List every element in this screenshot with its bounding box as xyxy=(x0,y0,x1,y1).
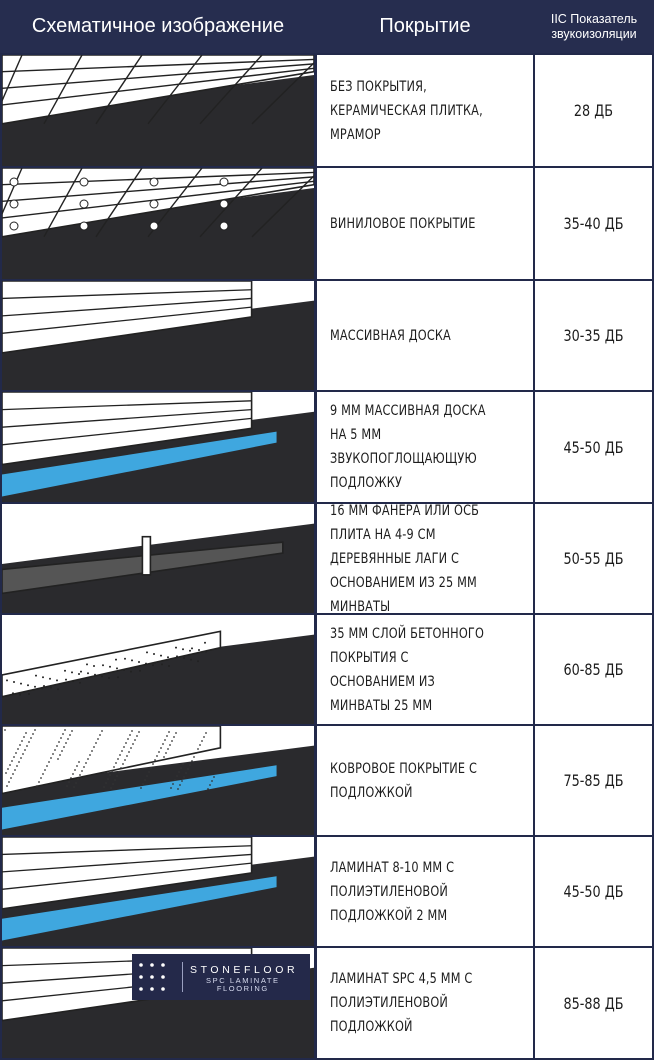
header-scheme: Схематичное изображение xyxy=(31,15,285,37)
iic-value: 60-85 ДБ xyxy=(563,660,624,679)
stonefloor-logo: STONEFLOOR SPC LAMINATE FLOORING xyxy=(132,954,310,1000)
floor-scheme xyxy=(2,168,314,279)
cover-text: Ламинат 8-10 мм с полиэтиленовой подложк… xyxy=(330,859,455,924)
concrete-screed-scheme xyxy=(2,630,314,724)
floor-scheme xyxy=(2,837,314,946)
cover-cell: Без покрытия, керамическая плитка, мрамо… xyxy=(317,55,533,166)
table-row: 16 мм фанера или ОСБ плита на 4-9 см дер… xyxy=(0,503,654,615)
board-on-underlay-scheme xyxy=(2,392,314,502)
floor-scheme xyxy=(2,392,314,502)
cover-cell: Ламинат 8-10 мм с полиэтиленовой подложк… xyxy=(317,837,533,946)
table-header: Схематичное изображение Покрытие IIC Пок… xyxy=(0,0,654,53)
cover-cell: Ковровое покрытие с подложкой xyxy=(317,726,533,835)
logo-tagline-line1: SPC LAMINATE xyxy=(206,976,280,985)
cover-cell: Виниловое покрытие xyxy=(317,168,533,279)
cover-cell: 35 мм слой бетонного покрытия с основани… xyxy=(317,615,533,724)
floor-scheme xyxy=(2,55,314,166)
plywood-joists-scheme xyxy=(2,523,314,613)
table-row: Ламинат 8-10 мм с полиэтиленовой подложк… xyxy=(0,837,654,946)
cover-text: Без покрытия, керамическая плитка, мрамо… xyxy=(330,78,483,143)
iic-value: 85-88 ДБ xyxy=(563,993,624,1013)
cover-text: Ламинат SPC 4,5 мм с полиэтиленовой подл… xyxy=(330,971,473,1035)
floor-scheme xyxy=(2,504,314,613)
logo-tagline: SPC LAMINATE FLOORING xyxy=(206,977,280,993)
table-row: Виниловое покрытие 35-40 ДБ xyxy=(0,168,654,279)
header-cover: Покрытие xyxy=(379,15,471,37)
iic-value: 28 ДБ xyxy=(573,101,614,120)
logo-dots-icon xyxy=(139,963,165,991)
logo-brand: STONEFLOOR xyxy=(190,964,299,976)
iic-cell: 35-40 ДБ xyxy=(535,168,652,279)
laminate-scheme xyxy=(2,837,314,946)
solid-board-scheme xyxy=(2,281,314,390)
iic-cell: 85-88 ДБ xyxy=(535,948,652,1058)
table-row: Ламинат SPC 4,5 мм с полиэтиленовой подл… xyxy=(0,948,654,1058)
iic-value: 75-85 ДБ xyxy=(563,771,624,790)
table-row: Массивная доска 30-35 ДБ xyxy=(0,281,654,390)
header-iic: IIC Показатель звукоизоляции xyxy=(550,11,638,41)
iic-cell: 75-85 ДБ xyxy=(535,726,652,835)
cover-cell: 16 мм фанера или ОСБ плита на 4-9 см дер… xyxy=(317,503,533,615)
table-row: Ковровое покрытие с подложкой 75-85 ДБ xyxy=(0,726,654,835)
iic-cell: 50-55 ДБ xyxy=(535,504,652,613)
logo-tagline-line2: FLOORING xyxy=(216,984,269,993)
iic-value: 50-55 ДБ xyxy=(563,549,624,568)
floor-scheme xyxy=(2,615,314,724)
cover-cell: 9 мм массивная доска на 5 мм звукопоглощ… xyxy=(317,392,533,502)
cover-text: 16 мм фанера или ОСБ плита на 4-9 см дер… xyxy=(330,502,480,615)
cover-text: Виниловое покрытие xyxy=(330,215,476,232)
iic-value: 30-35 ДБ xyxy=(563,326,624,345)
logo-separator xyxy=(182,962,183,992)
iic-value: 45-50 ДБ xyxy=(563,437,624,457)
table-row: 35 мм слой бетонного покрытия с основани… xyxy=(0,615,654,724)
floor-scheme xyxy=(2,281,314,390)
iic-cell: 45-50 ДБ xyxy=(535,837,652,946)
table-row: Без покрытия, керамическая плитка, мрамо… xyxy=(0,55,654,166)
cover-text: 35 мм слой бетонного покрытия с основани… xyxy=(330,625,485,714)
cover-text: Ковровое покрытие с подложкой xyxy=(330,760,478,801)
cover-text: Массивная доска xyxy=(330,327,451,344)
iic-cell: 30-35 ДБ xyxy=(535,281,652,390)
table-row: 9 мм массивная доска на 5 мм звукопоглощ… xyxy=(0,392,654,502)
floor-scheme xyxy=(2,726,314,835)
cover-cell: Ламинат SPC 4,5 мм с полиэтиленовой подл… xyxy=(317,948,533,1058)
iic-cell: 60-85 ДБ xyxy=(535,615,652,724)
carpet-scheme xyxy=(2,726,314,835)
iic-cell: 45-50 ДБ xyxy=(535,392,652,502)
iic-value: 45-50 ДБ xyxy=(563,882,624,901)
iic-value: 35-40 ДБ xyxy=(563,214,624,233)
vinyl-tile-scheme xyxy=(2,168,314,279)
cover-text: 9 мм массивная доска на 5 мм звукопоглощ… xyxy=(330,403,486,491)
ceramic-tile-scheme xyxy=(2,55,314,166)
cover-cell: Массивная доска xyxy=(317,281,533,390)
iic-cell: 28 ДБ xyxy=(535,55,652,166)
